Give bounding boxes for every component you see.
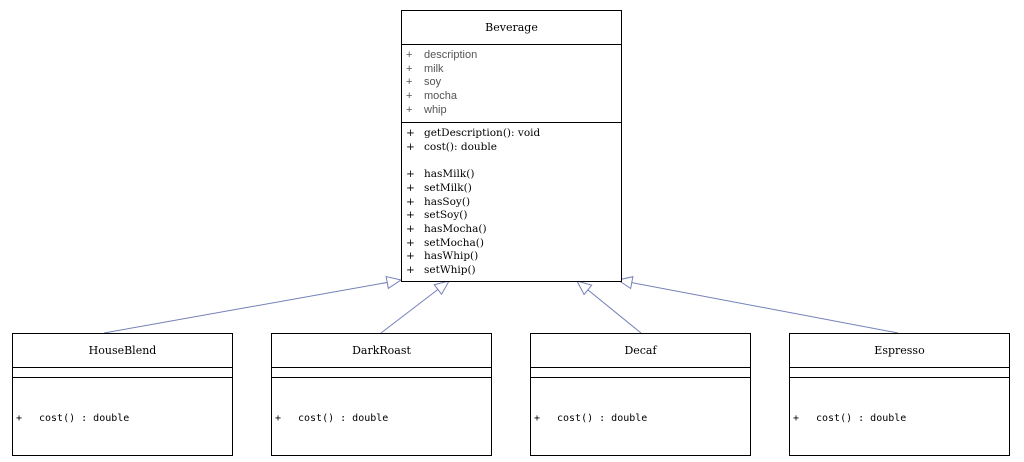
method-signature: cost() : double <box>557 413 648 424</box>
method-row: + cost() : double <box>272 412 491 426</box>
visibility-marker: + <box>275 413 282 424</box>
method-signature: hasSoy() <box>424 195 471 208</box>
attribute-name: soy <box>424 76 442 89</box>
attribute-name: whip <box>424 103 447 116</box>
beverage-class-box[interactable]: Beverage + description + milk + soy + mo… <box>401 10 622 282</box>
method-signature: cost() : double <box>816 413 907 424</box>
method-signature: cost(): double <box>424 140 497 153</box>
attributes-section <box>13 368 232 378</box>
method-signature: setWhip() <box>424 264 476 277</box>
visibility-marker: + <box>16 413 23 424</box>
attributes-section <box>790 368 1009 378</box>
houseblend-inheritance-arrow <box>103 280 401 334</box>
class-name: Beverage <box>402 11 621 45</box>
houseblend-class-box[interactable]: HouseBlend + cost() : double <box>12 333 233 456</box>
method-row: + getDescription(): void <box>402 127 621 141</box>
darkroast-class-box[interactable]: DarkRoast + cost() : double <box>271 333 492 456</box>
espresso-inheritance-arrow <box>618 280 899 334</box>
visibility-marker: + <box>406 140 415 153</box>
attributes-section <box>531 368 750 378</box>
class-name: Espresso <box>790 334 1009 368</box>
decaf-inheritance-arrow <box>577 281 642 334</box>
visibility-marker: + <box>406 49 413 61</box>
class-name: DarkRoast <box>272 334 491 368</box>
attribute-name: mocha <box>424 90 458 103</box>
attributes-section: + description + milk + soy + mocha + whi… <box>402 45 621 123</box>
method-row: + setMilk() <box>402 182 621 196</box>
method-signature: setMilk() <box>424 181 472 194</box>
methods-section: + cost() : double <box>790 378 1009 426</box>
visibility-marker: + <box>406 264 415 277</box>
attribute-name: milk <box>424 62 444 75</box>
method-row: + setSoy() <box>402 209 621 223</box>
visibility-marker: + <box>406 127 415 139</box>
visibility-marker: + <box>406 181 415 194</box>
visibility-marker: + <box>406 76 413 89</box>
method-signature: setMocha() <box>424 236 484 249</box>
visibility-marker: + <box>406 209 415 222</box>
method-group-gap <box>402 154 621 168</box>
method-signature: hasMilk() <box>424 168 475 181</box>
method-row: + cost() : double <box>531 412 750 426</box>
visibility-marker: + <box>534 413 541 424</box>
attribute-row: + whip <box>402 104 621 118</box>
method-signature: getDescription(): void <box>424 127 541 139</box>
attribute-row: + description <box>402 49 621 63</box>
method-row: + hasMilk() <box>402 168 621 182</box>
methods-section: + getDescription(): void + cost(): doubl… <box>402 123 621 278</box>
attribute-name: description <box>424 49 478 61</box>
method-row: + hasWhip() <box>402 250 621 264</box>
method-signature: hasWhip() <box>424 250 479 263</box>
darkroast-inheritance-arrow <box>380 281 449 334</box>
method-signature: cost() : double <box>39 413 130 424</box>
visibility-marker: + <box>406 62 413 75</box>
method-row: + cost() : double <box>790 412 1009 426</box>
method-row: + hasMocha() <box>402 223 621 237</box>
methods-section: + cost() : double <box>531 378 750 426</box>
decaf-class-box[interactable]: Decaf + cost() : double <box>530 333 751 456</box>
espresso-class-box[interactable]: Espresso + cost() : double <box>789 333 1010 456</box>
class-name: HouseBlend <box>13 334 232 368</box>
attribute-row: + milk <box>402 63 621 77</box>
method-row: + cost(): double <box>402 141 621 155</box>
visibility-marker: + <box>406 103 413 116</box>
attribute-row: + soy <box>402 76 621 90</box>
method-signature: setSoy() <box>424 209 468 222</box>
visibility-marker: + <box>406 195 415 208</box>
visibility-marker: + <box>406 168 415 181</box>
class-name: Decaf <box>531 334 750 368</box>
method-row: + setWhip() <box>402 264 621 278</box>
visibility-marker: + <box>793 413 800 424</box>
methods-section: + cost() : double <box>272 378 491 426</box>
method-row: + setMocha() <box>402 237 621 251</box>
methods-section: + cost() : double <box>13 378 232 426</box>
method-signature: cost() : double <box>298 413 389 424</box>
attributes-section <box>272 368 491 378</box>
attribute-row: + mocha <box>402 90 621 104</box>
visibility-marker: + <box>406 236 415 249</box>
visibility-marker: + <box>406 90 413 103</box>
visibility-marker: + <box>406 250 415 263</box>
visibility-marker: + <box>406 222 415 235</box>
method-row: + hasSoy() <box>402 196 621 210</box>
method-row: + cost() : double <box>13 412 232 426</box>
method-signature: hasMocha() <box>424 222 487 235</box>
